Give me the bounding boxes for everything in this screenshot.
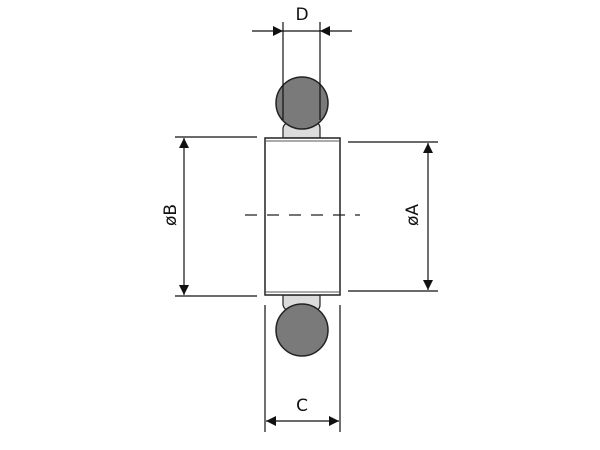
dimension-d xyxy=(252,22,352,120)
label-a: øA xyxy=(403,204,423,226)
dimension-a xyxy=(348,141,438,292)
label-c: C xyxy=(296,396,308,416)
dimension-b xyxy=(175,136,257,297)
dimension-c xyxy=(264,305,341,432)
label-b: øB xyxy=(161,204,181,226)
body-rectangle xyxy=(264,137,341,296)
bottom-ring-cross-section xyxy=(275,303,329,357)
label-d: D xyxy=(295,5,308,25)
top-ring-cross-section xyxy=(275,76,329,130)
